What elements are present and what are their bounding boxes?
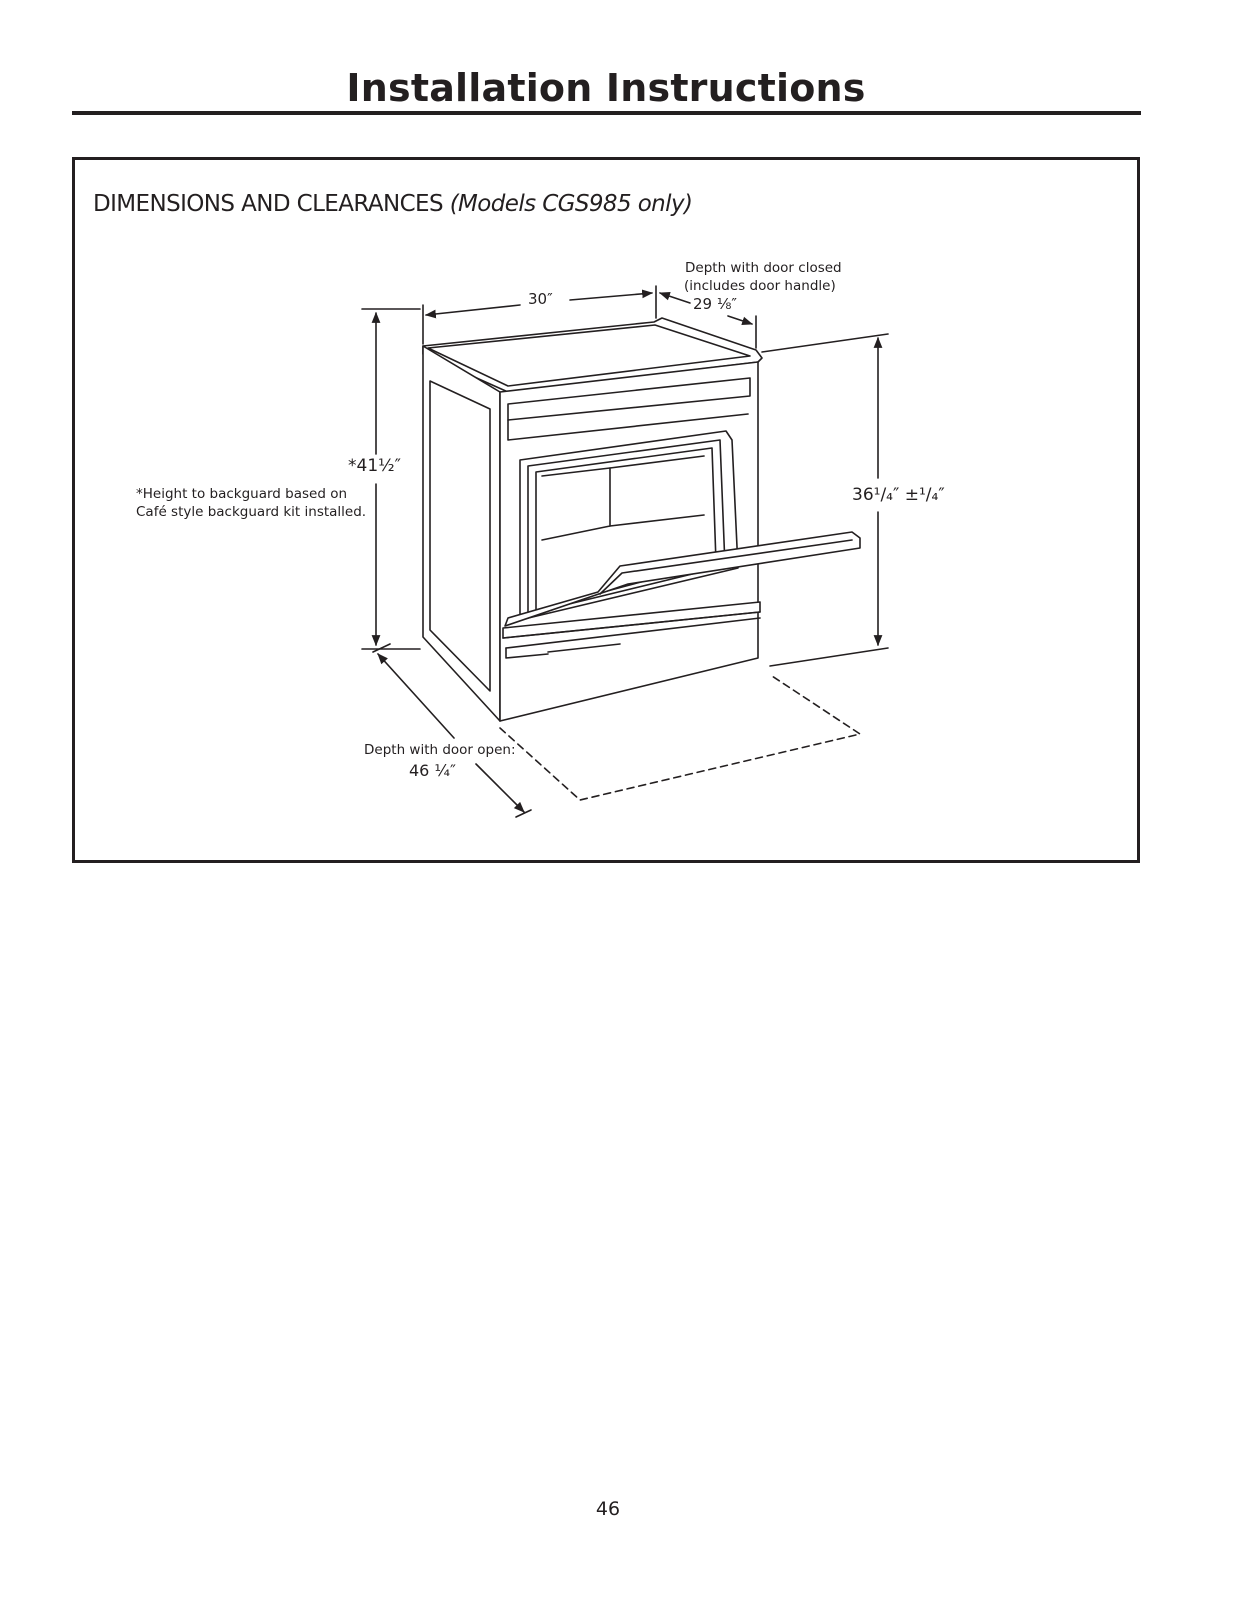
depth-open-label: Depth with door open: bbox=[364, 742, 516, 758]
backguard-height-dimension bbox=[361, 308, 421, 650]
depth-open-dimension bbox=[372, 643, 861, 818]
width-dimension bbox=[422, 285, 657, 345]
cooktop-height-value: 36¹/₄″ ±¹/₄″ bbox=[852, 485, 945, 505]
height-note-line2: Café style backguard kit installed. bbox=[136, 504, 367, 520]
range-body-outline bbox=[422, 317, 861, 722]
page-number: 46 bbox=[595, 1498, 621, 1520]
title-rule bbox=[72, 111, 1141, 115]
section-heading: DIMENSIONS AND CLEARANCES (Models CGS985… bbox=[93, 191, 693, 217]
depth-closed-value: 29 ⅛″ bbox=[693, 295, 737, 313]
depth-closed-label-line2: (includes door handle) bbox=[684, 278, 836, 294]
backguard-height-value: *41½″ bbox=[348, 456, 401, 476]
page-title: Installation Instructions bbox=[346, 66, 866, 110]
section-heading-models: (Models CGS985 only) bbox=[449, 191, 693, 217]
dimensions-frame bbox=[72, 157, 1140, 863]
depth-closed-dimension bbox=[658, 291, 757, 349]
depth-open-value: 46 ¼″ bbox=[409, 761, 456, 780]
section-heading-text: DIMENSIONS AND CLEARANCES bbox=[93, 191, 444, 217]
depth-closed-label-line1: Depth with door closed bbox=[685, 260, 842, 276]
height-note-line1: *Height to backguard based on bbox=[136, 486, 348, 502]
width-value: 30″ bbox=[528, 290, 553, 308]
cooktop-height-dimension bbox=[761, 333, 889, 667]
